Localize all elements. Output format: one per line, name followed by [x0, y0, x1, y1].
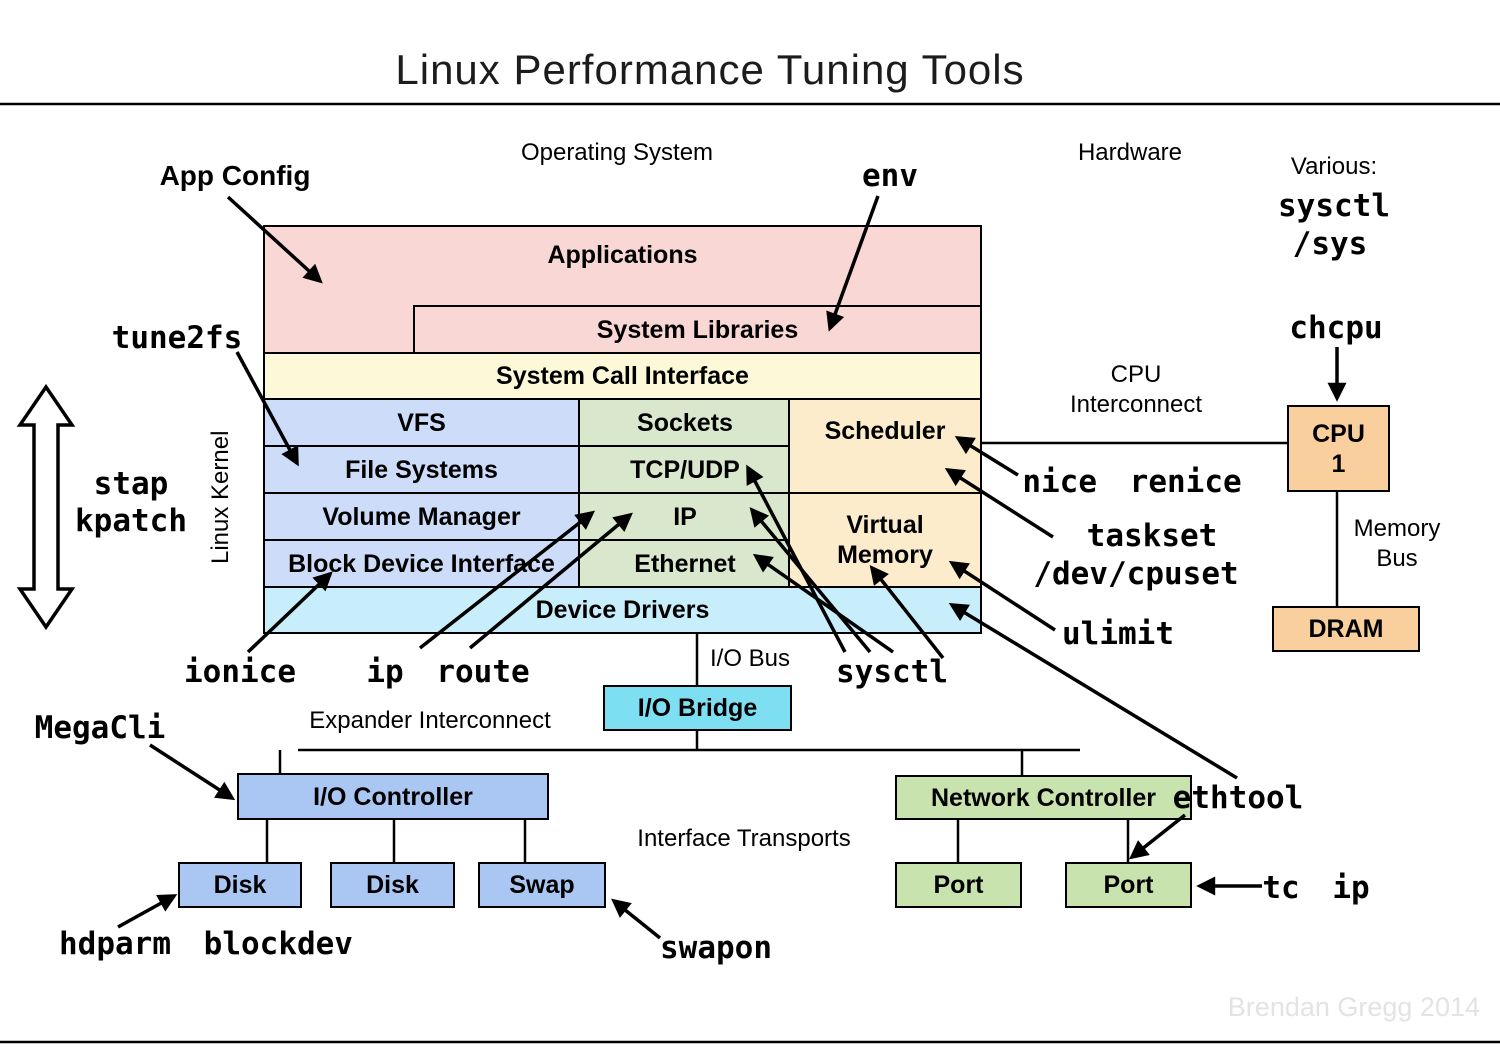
applications-label: Applications: [547, 241, 698, 269]
kernel-row-block-device-interface: Block Device Interface: [263, 539, 580, 588]
kernel-row-volume-manager: Volume Manager: [263, 492, 580, 541]
io-controller-label: I/O Controller: [313, 782, 473, 811]
swap-label: Swap: [509, 871, 575, 899]
network-controller-label: Network Controller: [930, 783, 1157, 812]
interface-transports-label: Interface Transports: [637, 825, 851, 852]
ionice-label: ionice: [184, 654, 296, 690]
kernel-row-vfs: VFS: [263, 398, 580, 447]
ethernet-label: Ethernet: [634, 549, 736, 578]
system-libraries-box: System Libraries: [413, 305, 982, 354]
virtual-memory-label-line1: Virtual: [846, 511, 924, 539]
io-bus-label: I/O Bus: [710, 645, 791, 672]
network-controller-box: Network Controller: [895, 775, 1192, 820]
watermark: Brendan Gregg 2014: [1227, 992, 1480, 1022]
io-controller-box: I/O Controller: [237, 773, 549, 820]
hdparm-arrow: [117, 894, 178, 929]
memory-bus-line2: Bus: [1376, 545, 1418, 572]
system-call-interface-box: System Call Interface: [263, 352, 982, 400]
stap-label: stap: [93, 466, 169, 502]
port2-label: Port: [1103, 871, 1154, 899]
kpatch-label: kpatch: [75, 503, 187, 539]
kernel-row-file-systems: File Systems: [263, 445, 580, 494]
cpu-label-line1: CPU: [1312, 419, 1365, 448]
tune2fs-label: tune2fs: [111, 320, 243, 356]
volume-manager-label: Volume Manager: [322, 502, 521, 531]
scheduler-box: Scheduler: [788, 398, 982, 494]
virtual-memory-box: Virtual Memory: [788, 492, 982, 588]
cpu-label-line2: 1: [1331, 449, 1346, 478]
ethtool-label: ethtool: [1172, 780, 1304, 816]
device-drivers-box: Device Drivers: [263, 586, 982, 634]
taskset-label: taskset: [1086, 518, 1218, 554]
block-device-interface-label: Block Device Interface: [288, 549, 555, 578]
cpu-interconnect-line1: CPU: [1110, 361, 1162, 388]
swapon-label: swapon: [660, 930, 772, 966]
memory-bus-line1: Memory: [1353, 515, 1441, 542]
virtual-memory-label-line2: Memory: [837, 541, 933, 569]
memory-bus-label: Memory Bus: [1297, 514, 1497, 574]
kernel-row-ip: IP: [578, 492, 792, 541]
ip-label: IP: [673, 502, 697, 531]
various-label: Various:: [1290, 153, 1378, 180]
dram-label: DRAM: [1308, 615, 1384, 643]
cpu-box: CPU 1: [1287, 405, 1390, 492]
tc-ip-label: tc ip: [1262, 870, 1370, 906]
hardware-label: Hardware: [1077, 139, 1183, 166]
app-config-label: App Config: [159, 160, 311, 191]
disk2-label: Disk: [366, 871, 419, 899]
system-libraries-label: System Libraries: [596, 315, 799, 344]
vfs-label: VFS: [397, 408, 446, 437]
dev-cpuset-label: /dev/cpuset: [1033, 556, 1239, 592]
file-systems-label: File Systems: [345, 455, 498, 484]
ulimit-label: ulimit: [1062, 616, 1174, 652]
device-drivers-label: Device Drivers: [535, 596, 710, 624]
cpu-interconnect-label: CPU Interconnect: [1016, 360, 1256, 420]
port1-box: Port: [895, 862, 1022, 908]
kernel-row-sockets: Sockets: [578, 398, 792, 447]
ip-route-label: ip route: [366, 654, 530, 690]
sockets-label: Sockets: [637, 408, 733, 437]
cpu-interconnect-line2: Interconnect: [1069, 391, 1203, 418]
system-call-interface-label: System Call Interface: [496, 362, 749, 390]
io-bridge-label: I/O Bridge: [637, 694, 758, 722]
dram-box: DRAM: [1272, 606, 1420, 652]
sysctl-mid-label: sysctl: [836, 654, 948, 690]
port1-label: Port: [933, 871, 984, 899]
io-bridge-box: I/O Bridge: [603, 685, 792, 731]
linux-kernel-label: Linux Kernel: [207, 430, 234, 564]
disk1-box: Disk: [178, 862, 302, 908]
tcp-udp-label: TCP/UDP: [630, 455, 740, 484]
swap-box: Swap: [478, 862, 606, 908]
chcpu-label: chcpu: [1289, 310, 1383, 346]
sys-top-label: /sys: [1292, 226, 1368, 262]
page-title: Linux Performance Tuning Tools: [395, 46, 1025, 93]
hdparm-blockdev-label: hdparm blockdev: [59, 926, 353, 962]
scheduler-label: Scheduler: [824, 417, 946, 445]
nice-renice-label: nice renice: [1022, 464, 1242, 500]
disk1-label: Disk: [213, 871, 267, 899]
megacli-label: MegaCli: [34, 710, 166, 746]
megacli-arrow: [149, 743, 236, 801]
kernel-row-tcp-udp: TCP/UDP: [578, 445, 792, 494]
sysctl-top-label: sysctl: [1278, 188, 1390, 224]
operating-system-label: Operating System: [520, 139, 714, 166]
disk2-box: Disk: [330, 862, 455, 908]
kernel-row-ethernet: Ethernet: [578, 539, 792, 588]
expander-interconnect-label: Expander Interconnect: [309, 707, 551, 734]
env-label: env: [862, 158, 918, 194]
port2-box: Port: [1065, 862, 1192, 908]
ethtool-port-arrow: [1129, 813, 1187, 860]
